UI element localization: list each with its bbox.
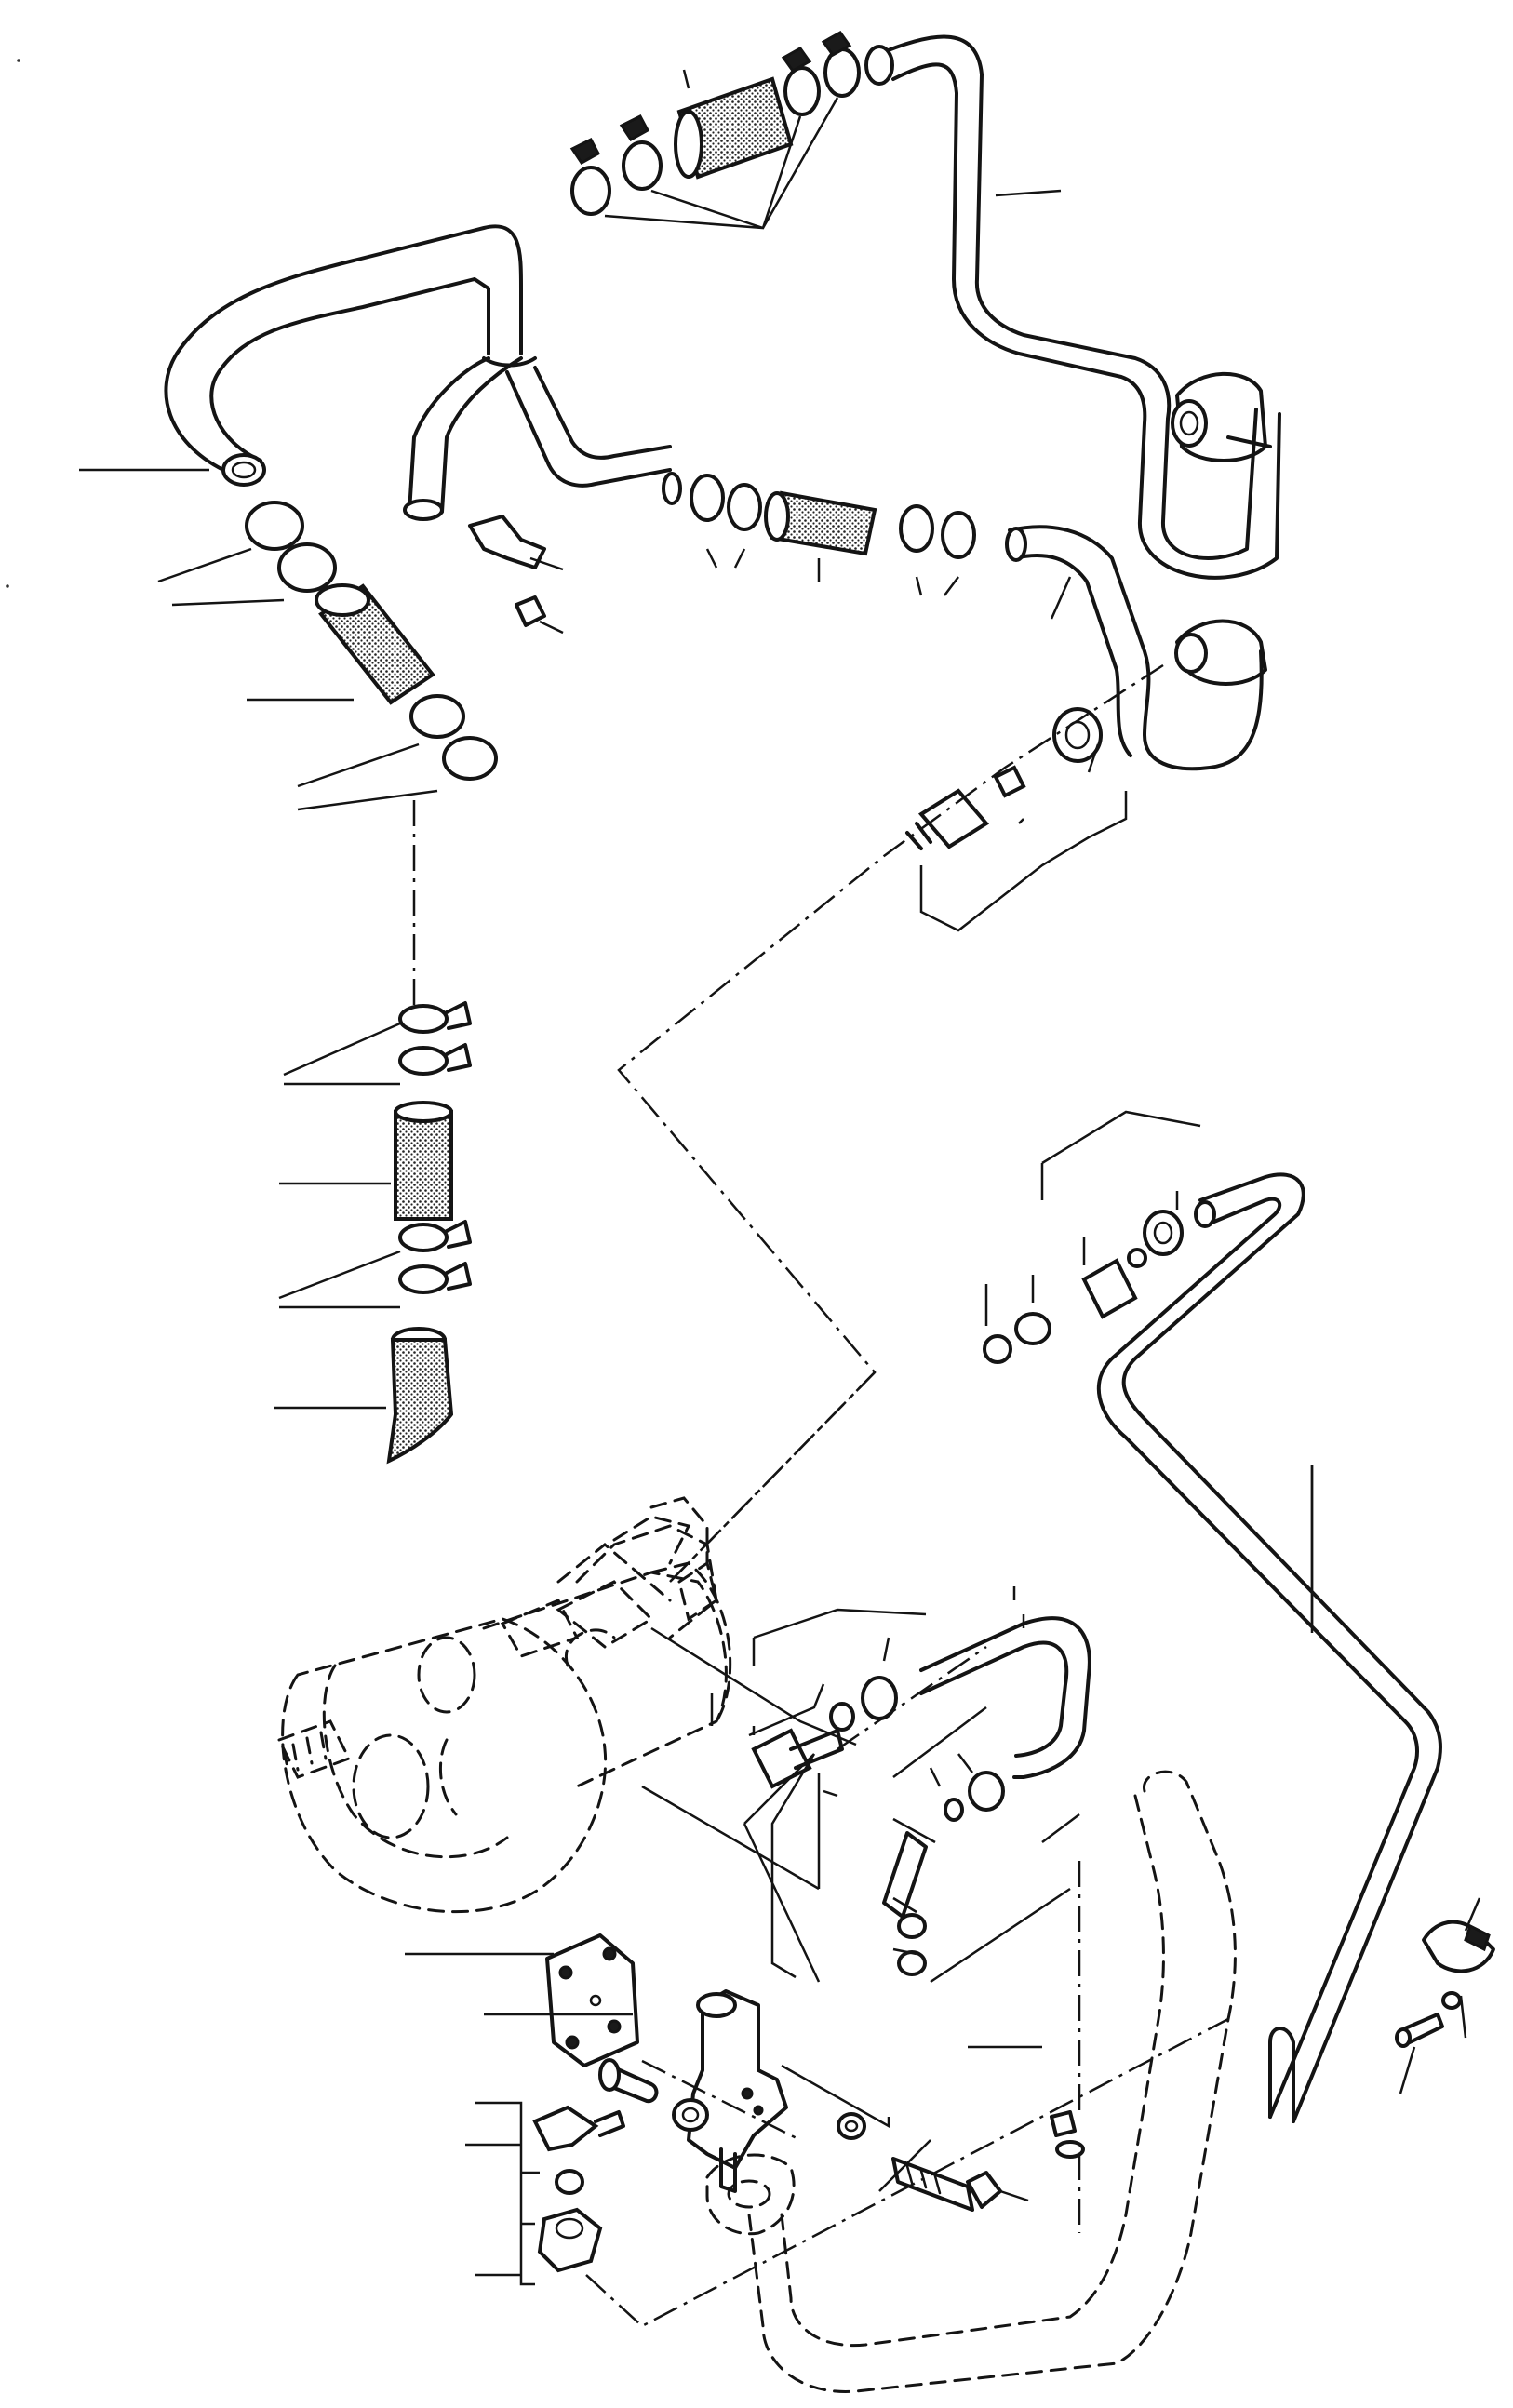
lower-left-bolt-stack [532, 2105, 625, 2273]
upper-elbow-fitting [1171, 371, 1272, 462]
banjo-fitting-upper [751, 1676, 898, 1789]
small-tee-fitting [1050, 2110, 1085, 2159]
right-clip-hardware [1395, 1920, 1495, 2048]
long-bent-tube [1096, 1172, 1442, 2123]
lower-union-fitting [983, 1210, 1184, 1364]
u-tube-small [919, 1616, 1091, 1779]
bolt-plug [598, 2058, 659, 2104]
middle-hose-clamps [690, 474, 976, 559]
bracket-clip [468, 515, 546, 627]
centerline-diagonal-upper [617, 663, 1164, 1583]
mounting-plate [545, 1933, 639, 2067]
left-hose-clamps-upper [245, 501, 498, 781]
centerline-lower [585, 1861, 1229, 2328]
middle-hose-sleeve [764, 490, 877, 556]
dashed-return-pipe [705, 1770, 1237, 2393]
upper-union-fitting [905, 707, 1103, 850]
upper-right-pipe [864, 34, 1281, 580]
banjo-fitting-lower [882, 1771, 1005, 1976]
left-hose-clamps-lower [398, 1001, 472, 1294]
left-hose-sleeve-lower [394, 1101, 453, 1221]
leader-lines [604, 69, 1062, 230]
top-hose-clamps [569, 31, 861, 216]
pump-motor-body [281, 1543, 732, 1914]
small-washer [837, 2112, 866, 2140]
left-hose-inlet-spout [386, 1327, 454, 1465]
drive-shaft-spline [276, 1719, 352, 1779]
valve-block [672, 1989, 788, 2193]
scan-dot [6, 584, 9, 588]
top-hose-sleeve [674, 76, 794, 180]
scan-dot [17, 59, 20, 62]
pump-valve-block [575, 1496, 718, 1639]
right-elbow-hose [1005, 525, 1267, 771]
leader-lines-lower [405, 1465, 1481, 2286]
left-hose-sleeve-upper [315, 583, 435, 705]
y-hose-assembly [164, 224, 682, 521]
